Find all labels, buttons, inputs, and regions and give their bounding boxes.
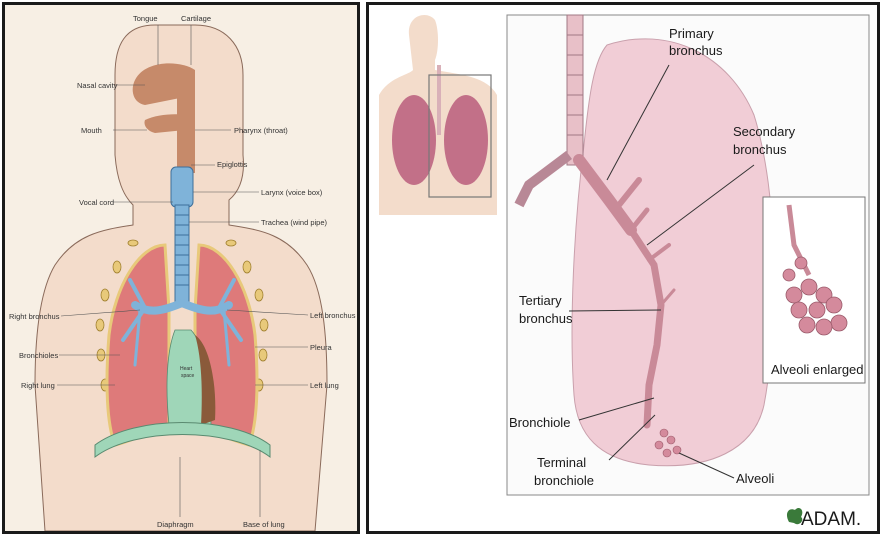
heart-space-label-1: Heart [180,366,193,372]
label-terminal-1: Terminal [537,455,586,470]
label-nasal-cavity: Nasal cavity [77,81,118,90]
pharynx [177,93,195,173]
label-secondary-2: bronchus [733,142,787,157]
label-pleura: Pleura [310,343,333,352]
large-lung [572,39,774,466]
label-bronchioles: Bronchioles [19,351,58,360]
label-left-lung: Left lung [310,381,339,390]
trachea-large [567,15,583,165]
label-larynx: Larynx (voice box) [261,188,323,197]
label-tongue: Tongue [133,14,158,23]
adam-logo: ADAM. [787,508,861,530]
label-tertiary-1: Tertiary [519,293,562,308]
bronchial-tree-illustration: Alveoli enlarged Primary bronchus Second… [369,5,877,531]
label-diaphragm: Diaphragm [157,520,194,529]
label-right-bronchus: Right bronchus [9,312,60,321]
label-base-of-lung: Base of lung [243,520,285,529]
label-alveoli: Alveoli [736,471,774,486]
respiratory-system-illustration: Heart space Tongue Cartilage Nasal cavi [5,5,357,531]
label-secondary-1: Secondary [733,124,796,139]
label-bronchiole: Bronchiole [509,415,570,430]
label-pharynx: Pharynx (throat) [234,126,288,135]
label-left-bronchus: Left bronchus [310,311,356,320]
larynx [171,167,193,207]
label-primary-2: bronchus [669,43,723,58]
label-cartilage: Cartilage [181,14,211,23]
label-terminal-2: bronchiole [534,473,594,488]
torso-thumbnail [379,15,497,215]
label-epiglottis: Epiglottis [217,160,248,169]
heart-space-label-2: space [181,373,195,379]
label-vocal-cord: Vocal cord [79,198,114,207]
label-right-lung: Right lung [21,381,55,390]
trachea [175,205,189,303]
label-trachea: Trachea (wind pipe) [261,218,328,227]
label-tertiary-2: bronchus [519,311,573,326]
respiratory-system-diagram: Heart space Tongue Cartilage Nasal cavi [2,2,360,534]
bronchial-tree-diagram: Alveoli enlarged Primary bronchus Second… [366,2,880,534]
label-mouth: Mouth [81,126,102,135]
label-alveoli-enlarged: Alveoli enlarged [771,362,864,377]
adam-logo-text: ADAM. [801,509,861,530]
label-primary-1: Primary [669,26,714,41]
